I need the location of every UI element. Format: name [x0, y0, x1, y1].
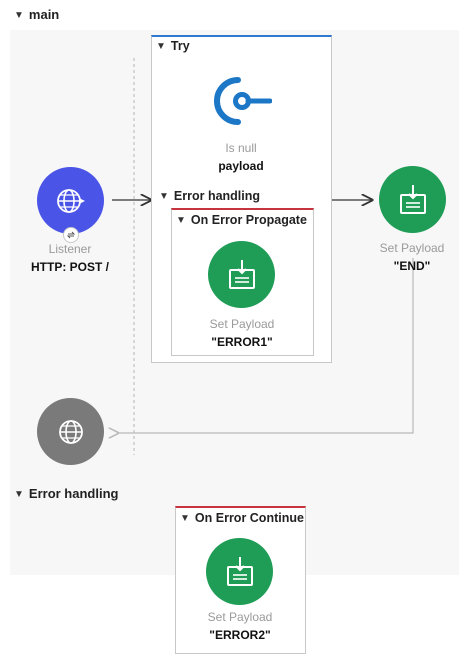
- collapse-triangle-icon[interactable]: ▼: [159, 191, 169, 202]
- on-error-continue-title: On Error Continue: [194, 511, 304, 525]
- connector-return-to-response: [118, 258, 414, 433]
- collapse-triangle-icon[interactable]: ▼: [156, 41, 166, 52]
- on-error-propagate-title: On Error Propagate: [190, 213, 307, 227]
- collapse-triangle-icon[interactable]: ▼: [176, 215, 186, 226]
- set-payload-icon: [399, 184, 426, 214]
- listener-value: HTTP: POST /: [31, 260, 109, 274]
- flow-error-handling-header[interactable]: ▼ Error handling: [14, 486, 118, 501]
- on-error-continue-header[interactable]: ▼ On Error Continue: [180, 511, 304, 525]
- is-null-label: Is null: [225, 141, 257, 155]
- set-payload-error2-label: Set Payload: [207, 610, 273, 624]
- set-payload-end-component[interactable]: [379, 166, 446, 233]
- set-payload-icon: [226, 556, 253, 586]
- set-payload-error2-value: "ERROR2": [209, 628, 271, 642]
- listener-label: Listener: [48, 242, 92, 256]
- try-error-handling-title: Error handling: [173, 189, 261, 203]
- sync-arrows-icon: [66, 231, 76, 239]
- set-payload-icon: [228, 259, 255, 289]
- collapse-triangle-icon[interactable]: ▼: [14, 489, 24, 500]
- flow-title: main: [28, 7, 60, 22]
- is-null-value: payload: [218, 159, 264, 173]
- set-payload-error2-component[interactable]: [206, 538, 273, 605]
- set-payload-error1-label: Set Payload: [209, 317, 275, 331]
- set-payload-error1-value: "ERROR1": [211, 335, 273, 349]
- listener-sync-badge: [63, 227, 79, 243]
- try-error-handling-header[interactable]: ▼ Error handling: [159, 189, 260, 203]
- on-error-propagate-header[interactable]: ▼ On Error Propagate: [176, 213, 307, 227]
- try-scope-header[interactable]: ▼ Try: [156, 39, 190, 53]
- set-payload-error1-component[interactable]: [208, 241, 275, 308]
- globe-icon: [58, 419, 83, 444]
- set-payload-end-label: Set Payload: [379, 241, 445, 255]
- listener-response-component[interactable]: [37, 398, 104, 465]
- collapse-triangle-icon[interactable]: ▼: [14, 10, 24, 21]
- try-scope-title: Try: [170, 39, 190, 53]
- flow-header[interactable]: ▼ main: [14, 7, 59, 22]
- flow-error-handling-title: Error handling: [28, 486, 119, 501]
- listener-component[interactable]: [37, 167, 104, 234]
- collapse-triangle-icon[interactable]: ▼: [180, 513, 190, 524]
- is-null-validation-icon: [214, 77, 272, 125]
- is-null-component[interactable]: [208, 70, 272, 132]
- set-payload-end-value: "END": [393, 259, 431, 273]
- globe-icon: [56, 188, 85, 213]
